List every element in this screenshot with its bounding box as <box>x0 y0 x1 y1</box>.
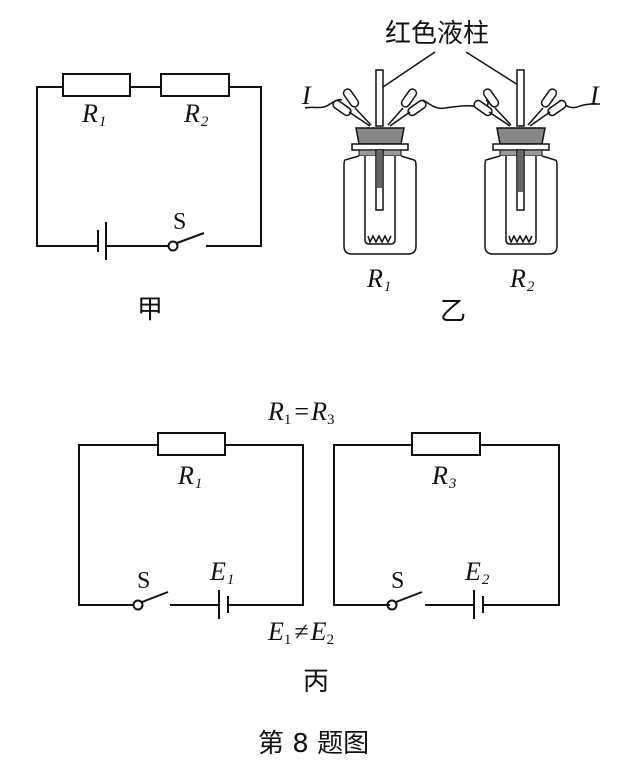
panel-label-bing: 丙 <box>303 667 329 697</box>
label-current-right: I <box>589 81 600 110</box>
label-r1: R1 <box>177 461 202 492</box>
label-r2: R2 <box>183 99 209 130</box>
panel-yi: 红色液柱 I I <box>301 19 601 327</box>
relation-e1-not-equal-e2: E1≠E2 <box>267 617 334 648</box>
stopper <box>496 127 546 145</box>
label-e1: E1 <box>209 557 234 588</box>
figure-caption: 第 8 题图 <box>258 729 369 759</box>
panel-jia: R1 R2 S 甲 <box>36 73 262 325</box>
clip-icon <box>473 88 567 127</box>
resistor-r3 <box>411 432 481 456</box>
heating-wire <box>508 234 533 244</box>
circuit-right: R3 S E2 <box>333 432 560 619</box>
annotation-red-liquid-column: 红色液柱 <box>385 19 489 49</box>
label-r1: R1 <box>81 99 106 130</box>
circuit-wire <box>333 444 560 606</box>
circuit-left: R1 S E1 <box>78 432 304 619</box>
stopper <box>355 127 405 145</box>
wire-left <box>304 98 343 109</box>
heating-wire <box>367 234 392 244</box>
battery-icon <box>218 590 229 619</box>
panel-bing: R1=R3 R1 S E1 <box>78 397 560 697</box>
panel-label-yi: 乙 <box>440 297 466 327</box>
relation-r1-equals-r3: R1=R3 <box>267 397 334 428</box>
leader-line <box>382 51 436 88</box>
label-current-left: I <box>301 81 312 110</box>
battery-icon <box>97 222 107 260</box>
resistor-r2 <box>160 73 230 97</box>
switch-icon <box>386 591 423 611</box>
circuit-wire <box>36 86 262 247</box>
label-bottle-r2: R2 <box>509 264 535 295</box>
battery-icon <box>473 590 484 619</box>
label-switch: S <box>137 568 150 594</box>
label-switch: S <box>173 209 186 235</box>
switch-icon <box>132 591 169 611</box>
bottle-r2 <box>473 69 567 255</box>
resistor-r1 <box>62 73 131 97</box>
leader-line <box>465 51 519 86</box>
label-switch: S <box>391 568 404 594</box>
resistor-r1 <box>157 432 226 456</box>
wire-middle <box>422 99 489 110</box>
bottle-r1 <box>332 69 427 255</box>
label-e2: E2 <box>464 557 490 588</box>
circuit-wire <box>78 444 304 606</box>
clip-icon <box>332 88 427 127</box>
label-bottle-r1: R1 <box>366 264 391 295</box>
panel-label-jia: 甲 <box>137 295 163 325</box>
switch-icon <box>167 232 205 252</box>
label-r3: R3 <box>431 461 456 492</box>
